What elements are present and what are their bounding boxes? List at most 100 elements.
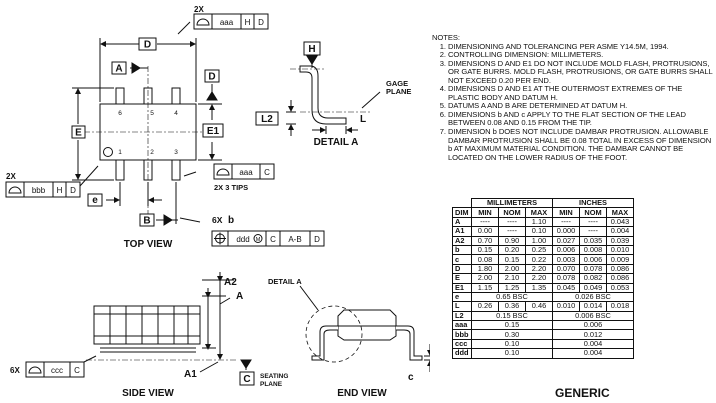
dim-value: 0.026 BSC [552,291,634,303]
tol-value: ddd [236,235,249,244]
dim-value: 0.90 [498,235,526,246]
tol-datum: H [57,186,63,195]
dim-e-pitch-label: e [92,195,98,206]
dim-value: 0.086 [606,273,634,284]
dim-value: 1.80 [471,263,499,275]
dim-value: ---- [579,216,607,228]
dim-e-label: E [75,128,82,139]
dim-symbol: e [452,291,472,303]
dim-symbol: A2 [452,235,472,246]
dim-symbol: L [452,301,472,312]
dim-symbol: c [452,254,472,265]
dim-value: 0.078 [579,263,607,275]
column-header: DIM [452,207,472,218]
dim-symbol: L2 [452,310,472,322]
dim-value: 0.045 [552,282,580,293]
dim-value: 0.26 [471,301,499,312]
column-header: NOM [579,207,607,218]
column-header: NOM [498,207,526,218]
tol-count-label: 6X [10,366,20,375]
dim-symbol: bbb [452,329,472,340]
side-view-title: SIDE VIEW [122,388,174,399]
dim-value: 0.027 [552,235,580,246]
dimension-table: MILLIMETERS INCHES DIM MIN NOM MAX MIN N… [452,197,634,359]
dim-value: 0.36 [498,301,526,312]
table-row: L 0.26 0.36 0.46 0.010 0.014 0.018 [452,301,634,312]
dim-value: 0.009 [606,254,634,265]
table-header-row: DIM MIN NOM MAX MIN NOM MAX [452,207,634,218]
datum-d-label: D [208,72,215,83]
dim-value: 2.00 [498,263,526,275]
dim-value: 0.006 [552,320,634,331]
gage-plane-label: PLANE [386,87,411,96]
dim-value: 0.010 [606,244,634,256]
tolerance-frame-aaa-top [193,13,269,30]
dim-value: 0.039 [606,235,634,246]
detail-a-labels: H GAGE PLANE L2 L DETAIL A [255,41,411,148]
dim-value: 0.70 [471,235,499,246]
gage-plane-label: GAGE [386,79,408,88]
tolerance-frame-bbb [5,181,81,198]
tolerance-frame-ccc [25,361,85,378]
tol-datum: D [314,235,320,244]
pin-number: 6 [118,110,122,117]
note-item: DIMENSION b DOES NOT INCLUDE DAMBAR PROT… [448,127,714,162]
tol-datum: A-B [288,235,301,244]
pin-number: 5 [150,110,154,117]
dim-symbol: A [452,216,472,228]
dim-value: 0.010 [552,301,580,312]
dim-value: 0.008 [579,244,607,256]
dim-value: ---- [579,226,607,237]
column-header: MAX [606,207,634,218]
dim-b-label: b [228,215,234,226]
datum-a-label: A [115,64,122,75]
dim-value: 0.014 [579,301,607,312]
table-group-row: MILLIMETERS INCHES [452,197,634,209]
dim-value: 2.20 [525,263,553,275]
dim-value: 0.004 [606,226,634,237]
top-view [72,21,222,226]
dim-value: 0.086 [606,263,634,275]
dim-value: 0.043 [606,216,634,228]
pin-number: 3 [174,149,178,156]
table-corner [452,198,472,209]
dim-value: 0.006 [552,244,580,256]
end-view-title: END VIEW [337,388,387,399]
column-header: MIN [552,207,580,218]
tips-note: 2X 3 TIPS [214,183,248,192]
datum-b-label: B [143,216,150,227]
tolerance-frame-ddd [211,230,325,247]
table-row: A--------1.10--------0.043 [452,216,634,228]
dim-symbol: ddd [452,348,472,359]
seating-plane-label: PLANE [260,381,283,388]
dim-value: 0.15 [498,254,526,265]
note-item: DIMENSIONS D AND E1 AT THE OUTERMOST EXT… [448,84,714,102]
dim-value: 0.10 [471,348,553,359]
notes-list: DIMENSIONING AND TOLERANCING PER ASME Y1… [432,42,714,163]
tol-datum: C [270,235,276,244]
pin-number: 2 [150,149,154,156]
note-item: DIMENSIONING AND TOLERANCING PER ASME Y1… [448,42,714,52]
datum-h-label: H [308,44,315,55]
tol-count-label: 2X [6,172,16,181]
dim-e1-label: E1 [207,126,220,137]
table-row: e 0.65 BSC 0.026 BSC [452,291,634,303]
dim-value: 0.30 [471,329,553,340]
package-drawing: D E E1 A D B e 6 5 4 1 2 3 2X aaa H D 2X [5,5,430,399]
dim-value: 1.25 [498,282,526,293]
dim-value: 0.15 BSC [471,310,553,322]
dim-value: 0.65 BSC [471,291,553,303]
tol-value: aaa [239,168,253,177]
dim-value: 0.035 [579,235,607,246]
dim-symbol: ccc [452,338,472,350]
notes-block: NOTES: DIMENSIONING AND TOLERANCING PER … [432,33,714,163]
dim-value: 0.22 [525,254,553,265]
